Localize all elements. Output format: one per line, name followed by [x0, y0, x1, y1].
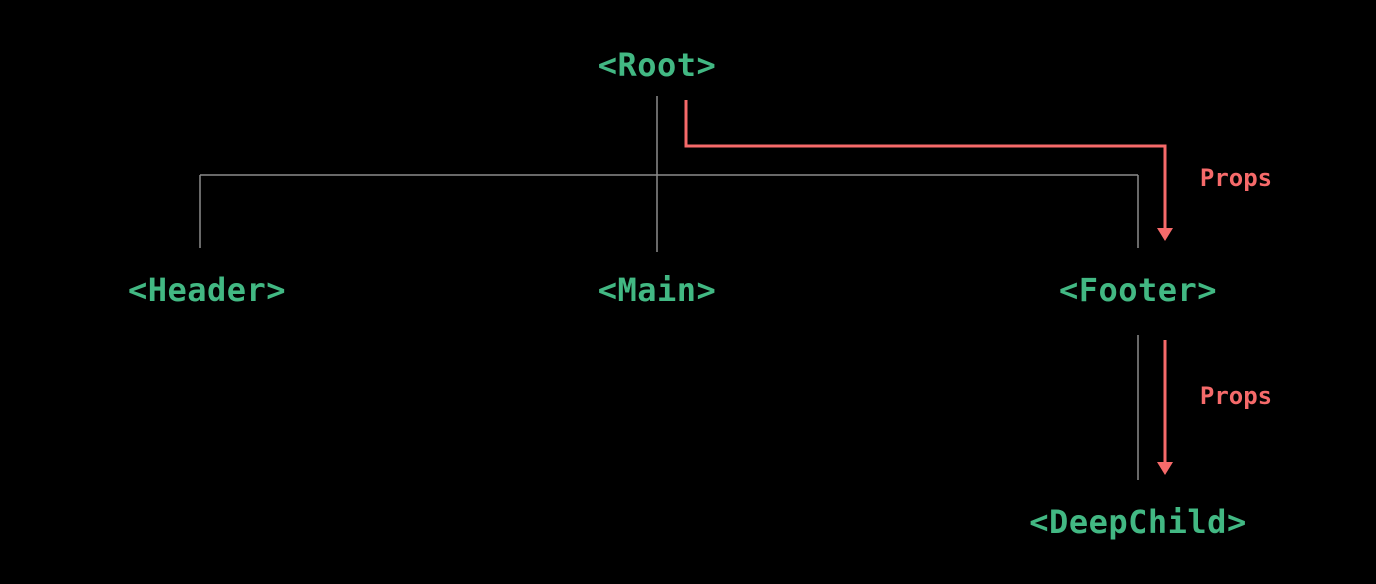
node-main: <Main>	[597, 271, 717, 309]
props-label-footer-to-deepchild: Props	[1199, 382, 1273, 410]
node-root: <Root>	[597, 46, 717, 84]
node-deepchild: <DeepChild>	[1029, 503, 1247, 541]
props-label-root-to-footer: Props	[1199, 164, 1273, 192]
node-footer: <Footer>	[1058, 271, 1218, 309]
props-arrow-root-to-footer	[684, 100, 1173, 241]
node-header: <Header>	[127, 271, 287, 309]
